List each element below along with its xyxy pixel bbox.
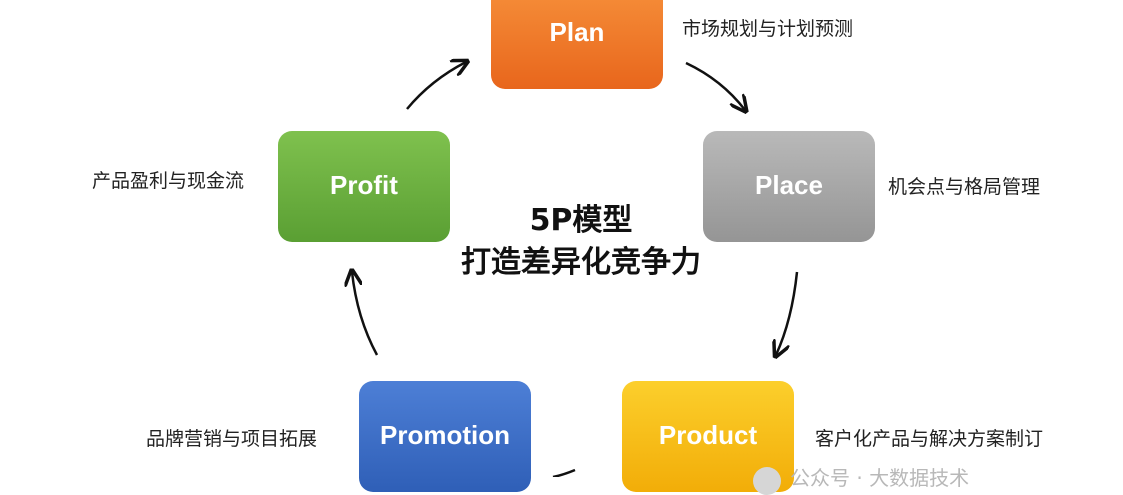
arrow-product-to-promotion — [552, 468, 576, 477]
center-title-line-1: 5P模型 — [529, 203, 633, 238]
profit-description: 产品盈利与现金流 — [92, 170, 245, 192]
watermark-icon — [753, 467, 781, 495]
promotion-description: 品牌营销与项目拓展 — [146, 428, 318, 450]
node-profit-label: Profit — [330, 170, 398, 200]
node-promotion: Promotion — [359, 381, 531, 492]
node-plan: Plan — [491, 0, 663, 89]
center-title: 5P模型 打造差异化竞争力 — [445, 200, 717, 284]
center-title-line-2: 打造差异化竞争力 — [461, 245, 701, 280]
cycle-arrows — [0, 0, 799, 477]
node-place-label: Place — [755, 170, 823, 200]
product-description: 客户化产品与解决方案制订 — [815, 428, 1044, 450]
node-place: Place — [703, 131, 875, 242]
node-promotion-label: Promotion — [380, 420, 510, 450]
arrow-promotion-to-profit — [352, 272, 379, 356]
node-product-label: Product — [658, 420, 758, 450]
arrow-place-to-product — [776, 271, 799, 355]
plan-description: 市场规划与计划预测 — [682, 18, 854, 40]
node-profit: Profit — [278, 131, 450, 242]
arrow-profit-to-plan — [406, 62, 466, 110]
node-plan-label: Plan — [549, 17, 605, 47]
arrow-plan-to-place — [685, 61, 745, 110]
place-description: 机会点与格局管理 — [888, 176, 1041, 198]
